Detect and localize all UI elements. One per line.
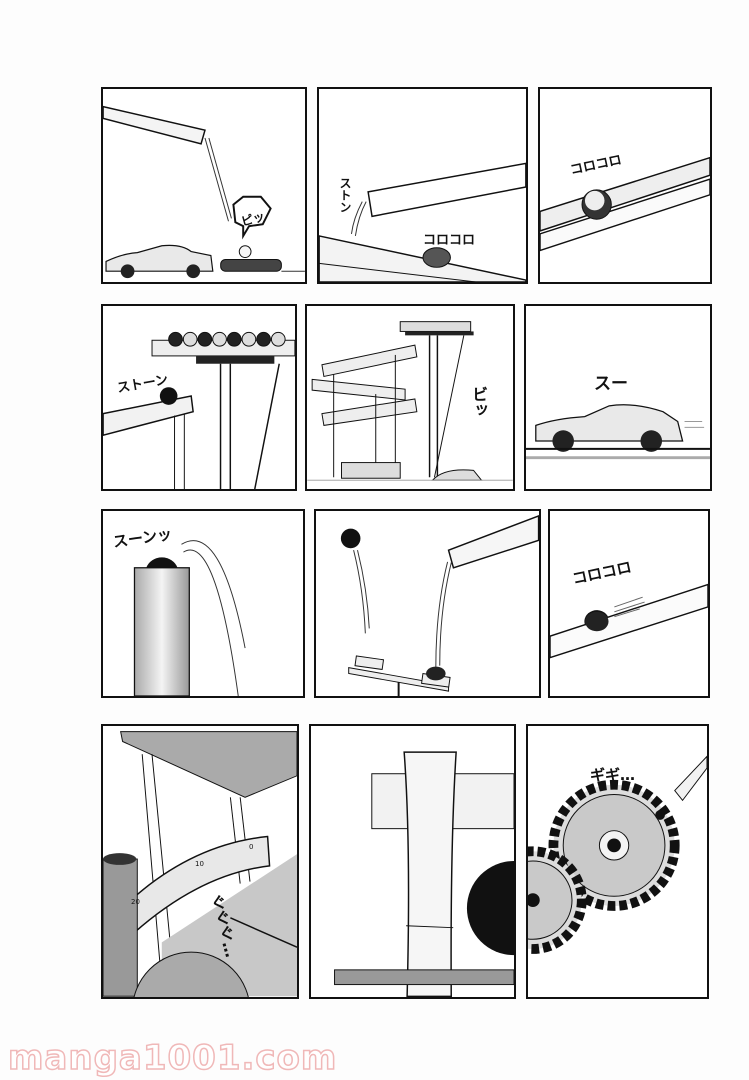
car-gliding-illustration bbox=[526, 404, 710, 460]
gears-and-ball-illustration bbox=[528, 755, 707, 954]
ball-from-pipe-illustration bbox=[133, 540, 246, 696]
sfx-korokoro: コロコロ bbox=[423, 233, 476, 248]
table-and-ramp-illustration bbox=[103, 331, 295, 489]
panel-9: コロコロ bbox=[548, 509, 710, 698]
bending-ruler-illustration bbox=[103, 731, 297, 997]
panel-6: スー bbox=[524, 304, 712, 491]
panel-7: スーンッ bbox=[101, 509, 305, 698]
sfx-suton: ストン bbox=[338, 177, 352, 213]
watermark: manga1001.com bbox=[7, 1037, 338, 1079]
panel-2: ストン コロコロ bbox=[317, 87, 528, 284]
ruler-mark-0: 0 bbox=[249, 843, 254, 851]
rack-and-string-illustration bbox=[307, 321, 513, 481]
sfx-gigi: ギギ… bbox=[590, 766, 636, 784]
ruler-mark-20: 20 bbox=[131, 898, 140, 906]
chute-ramp-illustration bbox=[319, 162, 526, 282]
panel-8 bbox=[314, 509, 541, 698]
panel-11 bbox=[309, 724, 516, 999]
sfx-suu: スー bbox=[594, 374, 628, 394]
ball-on-rail-illustration bbox=[540, 156, 710, 252]
ruler-mark-10: 10 bbox=[195, 860, 204, 868]
ball-on-ramp-illustration bbox=[550, 583, 708, 659]
panel-5: ビッ bbox=[305, 304, 515, 491]
panel-10: 0 10 20 ぐぐぐ… bbox=[101, 724, 299, 999]
panel-12: ギギ… bbox=[526, 724, 709, 999]
seesaw-launch-illustration bbox=[340, 514, 539, 696]
panel-4: ストーン bbox=[101, 304, 297, 491]
sfx-bi: ビッ bbox=[469, 386, 488, 418]
bamboo-gears-illustration bbox=[334, 751, 514, 997]
chute-ball-car-illustration bbox=[103, 105, 305, 279]
panel-1: ピッ bbox=[101, 87, 307, 284]
panel-3: コロコロ bbox=[538, 87, 712, 284]
